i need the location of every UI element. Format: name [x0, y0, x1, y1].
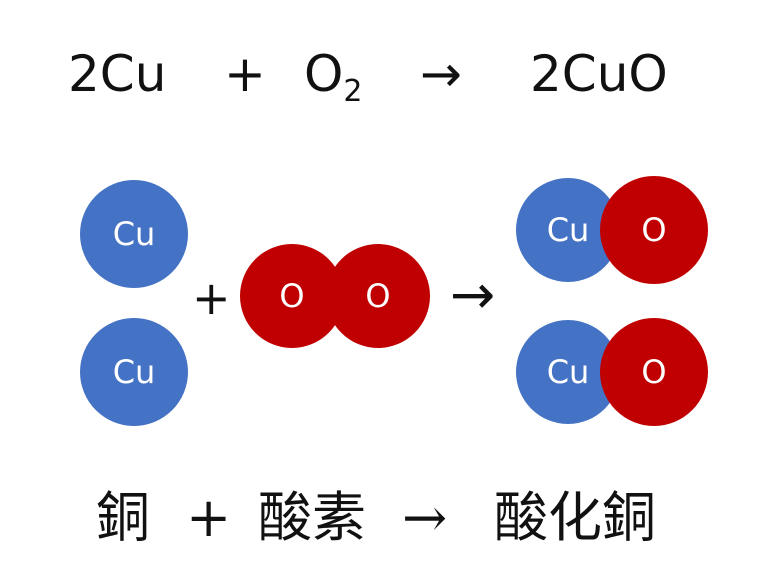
oxygen-subscript: 2 — [343, 74, 363, 109]
copper-atom-1: Cu — [80, 180, 188, 288]
word-reactant-copper: 銅 — [96, 486, 150, 549]
product-1-oxygen-atom: O — [600, 176, 708, 284]
word-equation: 銅 + 酸素 → 酸化銅 — [0, 478, 760, 558]
word-plus: + — [186, 486, 232, 549]
equation-reactant-oxygen: O2 — [304, 34, 362, 122]
oxygen-symbol: O — [304, 45, 344, 103]
product-2-oxygen-atom: O — [600, 318, 708, 426]
equation-plus: + — [224, 45, 266, 103]
model-plus: + — [192, 271, 231, 325]
word-arrow: → — [402, 486, 448, 549]
word-reactant-oxygen: 酸素 — [258, 486, 366, 549]
copper-atom-2: Cu — [80, 318, 188, 426]
equation-arrow: → — [420, 45, 462, 103]
chemical-equation: 2Cu + O2 → 2CuO — [0, 34, 760, 114]
oxygen-atom-2: O — [326, 244, 430, 348]
word-product: 酸化銅 — [494, 486, 656, 549]
equation-product: 2CuO — [530, 45, 668, 103]
equation-reactant-copper: 2Cu — [68, 45, 167, 103]
model-arrow: → — [450, 263, 496, 326]
